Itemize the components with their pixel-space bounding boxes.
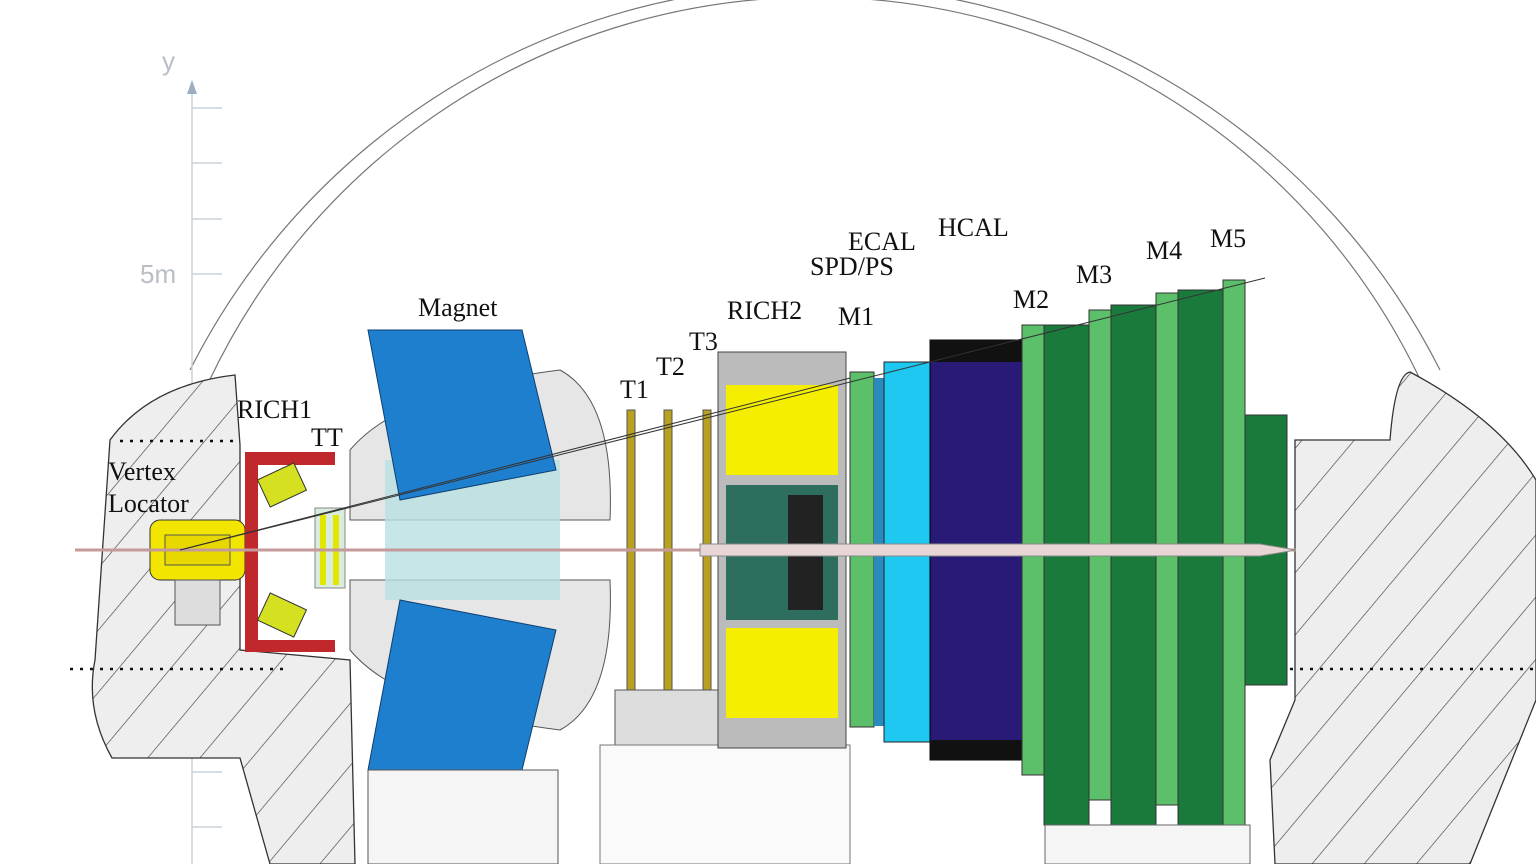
label-locator: Locator — [108, 489, 189, 518]
label-rich2: RICH2 — [727, 296, 802, 325]
cavern-inner-arc — [204, 0, 1426, 391]
acceptance-line — [179, 277, 1266, 551]
label-vertex: Vertex — [108, 457, 176, 486]
rich1-detector — [245, 452, 335, 652]
cavern-outer-arc — [189, 0, 1441, 371]
label-magnet: Magnet — [418, 293, 498, 322]
label-spd-ps: SPD/PS — [810, 252, 894, 281]
label-hcal: HCAL — [938, 213, 1009, 242]
label-t1: T1 — [620, 375, 649, 404]
y-axis-label: y — [162, 46, 175, 76]
label-m2: M2 — [1013, 285, 1049, 314]
label-t2: T2 — [656, 352, 685, 381]
label-rich1: RICH1 — [237, 395, 312, 424]
label-m1: M1 — [838, 302, 874, 331]
left-shielding-wall — [91, 374, 356, 864]
label-t3: T3 — [689, 327, 718, 356]
tt-station — [314, 507, 346, 589]
label-ecal: ECAL — [848, 227, 916, 256]
muon-stations — [1021, 279, 1288, 864]
y-axis-tick-5m: 5m — [140, 259, 176, 289]
label-m3: M3 — [1076, 260, 1112, 289]
label-tt: TT — [311, 423, 343, 452]
right-shielding-wall — [1269, 371, 1536, 864]
magnet — [349, 329, 611, 864]
label-m5: M5 — [1210, 224, 1246, 253]
label-m4: M4 — [1146, 236, 1182, 265]
